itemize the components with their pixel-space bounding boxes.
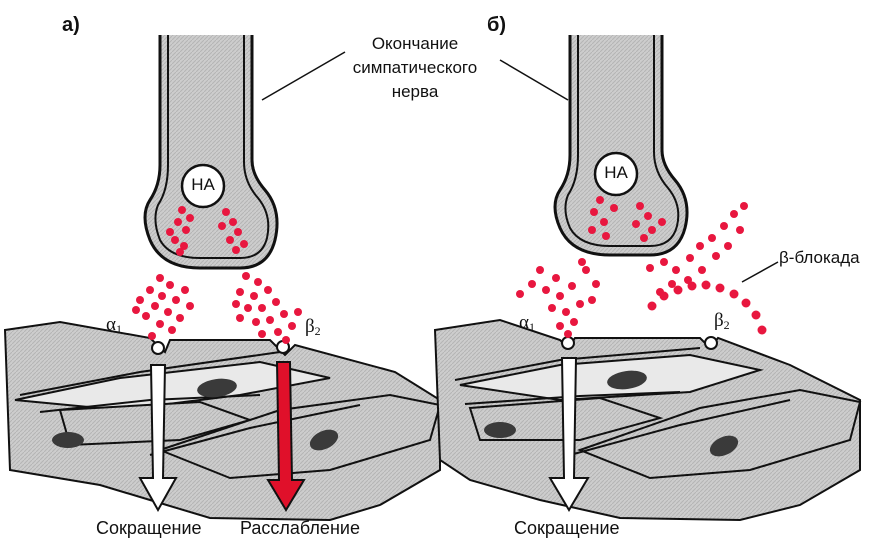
nerve-ending-b bbox=[555, 35, 687, 255]
muscle-tissue-a bbox=[5, 322, 440, 520]
nerve-ending-a bbox=[145, 35, 277, 268]
panel-a-letter: а) bbox=[62, 14, 80, 37]
blockade-label: β-блокада bbox=[779, 248, 860, 268]
nerve-ending-label: Окончание симпатического нерва bbox=[330, 32, 500, 104]
panel-b bbox=[435, 35, 860, 520]
na-label-a: НА bbox=[185, 175, 221, 195]
alpha1-label-b: α1 bbox=[519, 312, 535, 335]
receptor-alpha1-b bbox=[562, 337, 574, 349]
blockade-pointer bbox=[742, 262, 778, 282]
contraction-label-b: Сокращение bbox=[514, 518, 620, 539]
alpha-symbol: α bbox=[106, 314, 116, 335]
alpha-symbol: α bbox=[519, 312, 529, 333]
contraction-label-a: Сокращение bbox=[96, 518, 202, 539]
nucleus bbox=[52, 432, 84, 448]
beta-subscript: 2 bbox=[724, 318, 730, 332]
receptor-alpha1-a bbox=[152, 342, 164, 354]
alpha1-label-a: α1 bbox=[106, 314, 122, 337]
beta-subscript: 2 bbox=[315, 324, 321, 338]
na-label-b: НА bbox=[598, 163, 634, 183]
nerve-label-pointer-b bbox=[500, 60, 568, 100]
alpha-subscript: 1 bbox=[116, 322, 122, 336]
nerve-label-line2: симпатического bbox=[330, 56, 500, 80]
nerve-label-line3: нерва bbox=[330, 80, 500, 104]
beta-symbol: β bbox=[714, 310, 724, 331]
beta2-label-a: β2 bbox=[305, 316, 321, 339]
panel-a bbox=[5, 35, 440, 520]
beta-symbol: β bbox=[305, 316, 315, 337]
nerve-label-line1: Окончание bbox=[330, 32, 500, 56]
relaxation-label: Расслабление bbox=[240, 518, 360, 539]
beta2-label-b: β2 bbox=[714, 310, 730, 333]
alpha-subscript: 1 bbox=[529, 320, 535, 334]
nucleus bbox=[484, 422, 516, 438]
muscle-tissue-b bbox=[435, 320, 860, 520]
receptor-beta2-b bbox=[705, 337, 717, 349]
